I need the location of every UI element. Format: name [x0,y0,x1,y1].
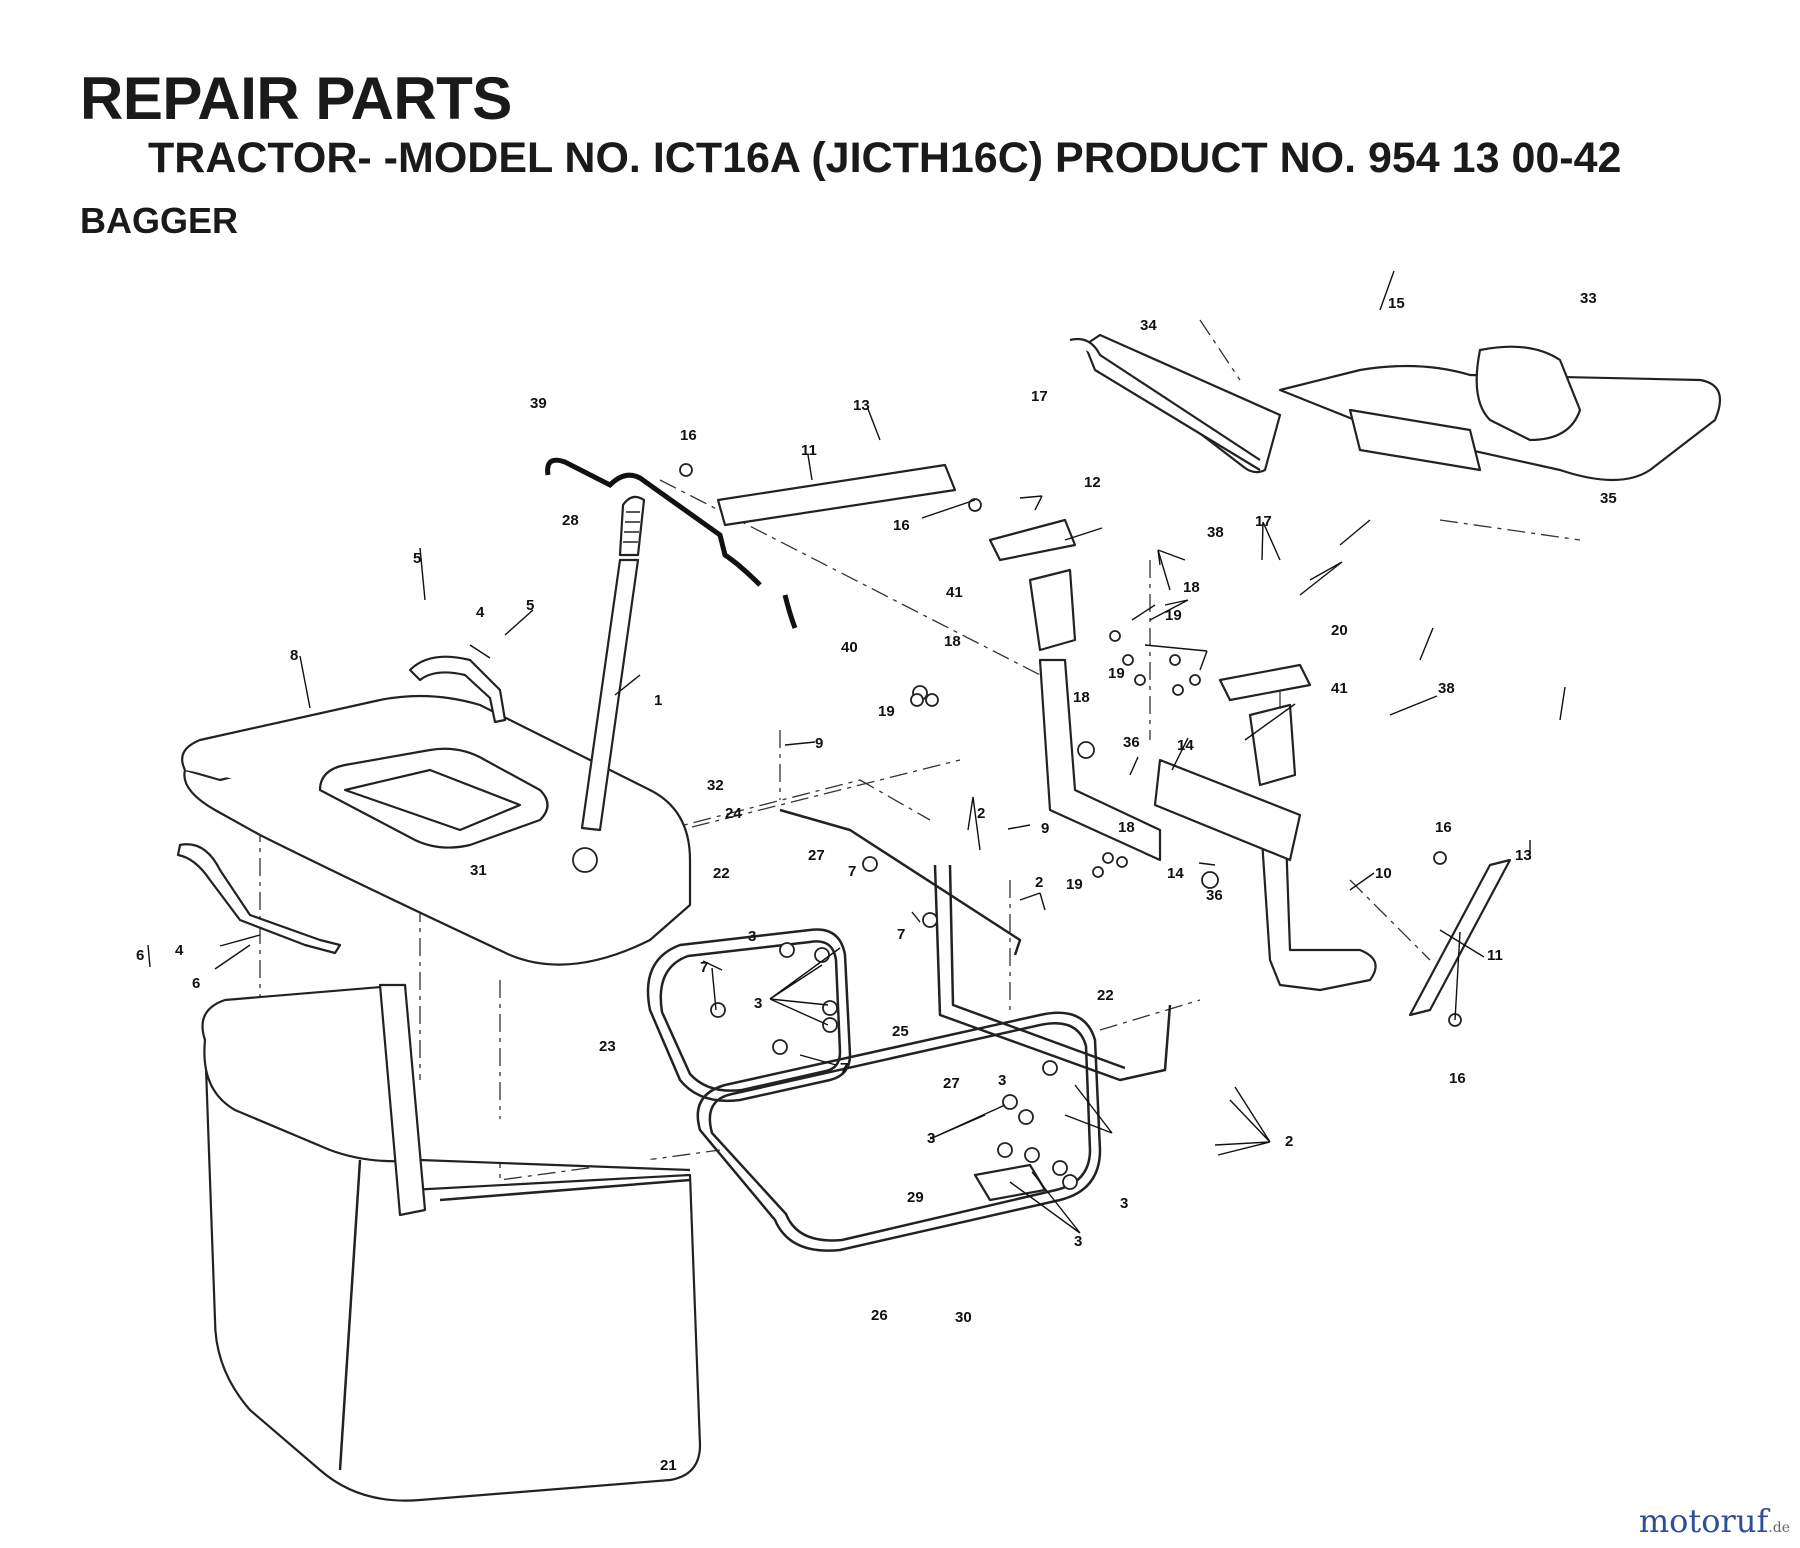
callout-40: 40 [841,639,858,656]
callout-7: 7 [848,863,856,880]
bag-frame-26 [696,1011,1102,1252]
callout-9: 9 [815,735,823,752]
callout-14: 14 [1167,865,1184,882]
callout-34: 34 [1140,317,1157,334]
callout-32: 32 [707,777,724,794]
callout-13: 13 [1515,847,1532,864]
callout-3: 3 [1074,1233,1082,1250]
hardware [679,463,1462,1190]
callout-2: 2 [1285,1133,1293,1150]
bag-frame-25 [933,864,1172,1082]
callout-10: 10 [1375,865,1392,882]
callout-3: 3 [998,1072,1006,1089]
wire-39-40 [545,457,798,629]
callout-3: 3 [748,928,756,945]
callout-19: 19 [1066,876,1083,893]
callout-16: 16 [893,517,910,534]
callout-27: 27 [808,847,825,864]
callout-19: 19 [1165,607,1182,624]
callout-9: 9 [1041,820,1049,837]
callout-38: 38 [1207,524,1224,541]
callout-5: 5 [413,550,421,567]
callout-26: 26 [871,1307,888,1324]
callout-1: 1 [654,692,662,709]
bracket-41-left [1028,568,1077,652]
callout-41: 41 [946,584,963,601]
model-subtitle: TRACTOR- -MODEL NO. ICT16A (JICTH16C) PR… [148,134,1622,182]
callout-41: 41 [1331,680,1348,697]
callout-2: 2 [1035,874,1043,891]
page-title: REPAIR PARTS [80,65,512,132]
callout-17: 17 [1031,388,1048,405]
callout-numbers: 1 2 2 2 3 3 3 3 3 3 4 4 5 5 6 6 7 7 7 7 … [136,290,1617,1474]
callout-4: 4 [476,604,485,621]
bracket-12 [988,518,1077,562]
callout-24: 24 [725,805,742,822]
callout-18: 18 [1073,689,1090,706]
callout-15: 15 [1388,295,1405,312]
bracket-20 [1218,663,1312,702]
watermark-logo: motoruf.de [1639,1502,1790,1540]
callout-6: 6 [192,975,200,992]
rod-24 [779,808,1022,956]
leader-lines [147,270,1566,1234]
callout-38: 38 [1438,680,1455,697]
callout-18: 18 [944,633,961,650]
callout-11: 11 [801,442,817,459]
callout-36: 36 [1123,734,1140,751]
callout-5: 5 [526,597,534,614]
callout-3: 3 [1120,1195,1128,1212]
callout-18: 18 [1183,579,1200,596]
callout-28: 28 [562,512,579,529]
callout-16: 16 [1449,1070,1466,1087]
callout-19: 19 [878,703,895,720]
callout-7: 7 [700,959,708,976]
callout-35: 35 [1600,490,1617,507]
callout-17: 17 [1255,513,1272,530]
callout-13: 13 [853,397,870,414]
callout-19: 19 [1108,665,1125,682]
callout-31: 31 [470,862,487,879]
callout-20: 20 [1331,622,1348,639]
callout-30: 30 [955,1309,972,1326]
dump-handle-1 [580,495,646,832]
watermark-brand: motoruf [1638,1502,1769,1540]
callout-3: 3 [927,1130,935,1147]
bagger-cover-8 [181,694,692,966]
callout-12: 12 [1084,474,1101,491]
callout-16: 16 [680,427,697,444]
grass-bag-21 [201,983,702,1502]
callout-14: 14 [1177,737,1194,754]
callout-16: 16 [1435,819,1452,836]
hanger-10 [1038,658,1377,992]
callout-21: 21 [660,1457,677,1474]
handle-4-top [408,655,507,724]
callout-7: 7 [840,1060,848,1077]
callout-29: 29 [907,1189,924,1206]
callout-2: 2 [977,805,985,822]
callout-25: 25 [892,1023,909,1040]
callout-36: 36 [1206,887,1223,904]
bag-frame-23 [646,928,852,1102]
callout-22: 22 [1097,987,1114,1004]
callout-23: 23 [599,1038,616,1055]
bracket-11-top [716,463,957,527]
callout-8: 8 [290,647,298,664]
watermark-tld: .de [1768,1520,1790,1536]
callout-27: 27 [943,1075,960,1092]
callout-33: 33 [1580,290,1597,307]
bracket-41-right [1248,703,1297,787]
section-label: BAGGER [80,200,239,241]
callout-18: 18 [1118,819,1135,836]
callout-6: 6 [136,947,144,964]
callout-4: 4 [175,942,184,959]
callout-11: 11 [1487,947,1503,964]
hitch-assembly-33-34 [1069,333,1722,482]
callout-7: 7 [897,926,905,943]
callout-22: 22 [713,865,730,882]
callout-39: 39 [530,395,547,412]
handle-4-side [176,843,342,955]
callout-3: 3 [754,995,762,1012]
